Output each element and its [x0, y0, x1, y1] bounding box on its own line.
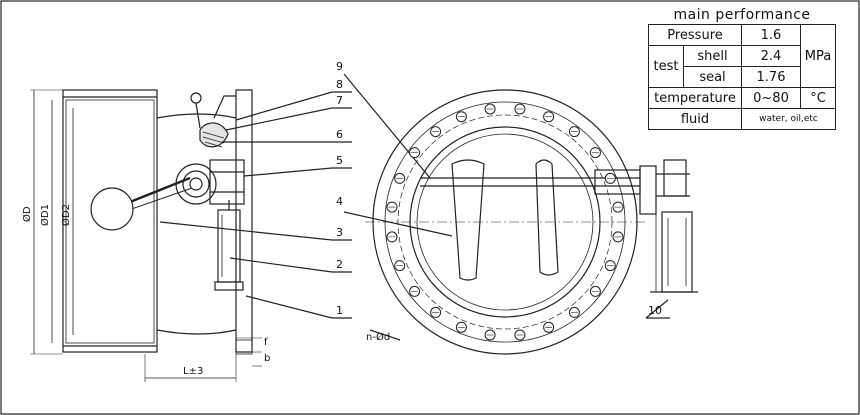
side-view — [30, 89, 352, 382]
pressure-unit: MPa — [800, 24, 836, 88]
dim-D-label: ØD — [21, 206, 33, 222]
fluid-value: water, oil,etc — [741, 108, 836, 130]
temperature-unit: °C — [800, 87, 836, 109]
fluid-label: fluid — [648, 108, 742, 130]
shell-value: 2.4 — [741, 45, 801, 67]
part-number-10: 10 — [648, 304, 662, 317]
seal-value: 1.76 — [741, 66, 801, 88]
part-number-8: 8 — [336, 78, 343, 91]
part-number-5: 5 — [336, 154, 343, 167]
part-number-1: 1 — [336, 304, 343, 317]
temperature-value: 0~80 — [741, 87, 801, 109]
part-numbers: 9 8 7 6 5 4 3 2 1 10 — [336, 60, 662, 317]
part-number-9: 9 — [336, 60, 343, 73]
bolt-holes — [386, 103, 624, 341]
part-number-2: 2 — [336, 258, 343, 271]
seal-label: seal — [683, 66, 742, 88]
part-number-3: 3 — [336, 226, 343, 239]
dim-D1-label: ØD1 — [39, 204, 51, 226]
performance-table: main performance Pressure 1.6 MPa test s… — [648, 6, 836, 130]
test-label: test — [648, 45, 684, 88]
part-number-6: 6 — [336, 128, 343, 141]
dim-b-label: b — [264, 353, 270, 364]
front-view — [343, 73, 698, 355]
part-number-7: 7 — [336, 94, 343, 107]
temperature-label: temperature — [648, 87, 742, 109]
dim-D2-label: ØD2 — [60, 204, 72, 226]
dim-f-label: f — [264, 337, 268, 348]
shell-label: shell — [683, 45, 742, 67]
pressure-label: Pressure — [648, 24, 742, 46]
performance-table-title: main performance — [673, 7, 811, 23]
dim-L-label: L±3 — [183, 366, 203, 377]
part-number-4: 4 — [336, 195, 343, 208]
bolt-holes-label: n-Ød — [366, 331, 390, 343]
pressure-value: 1.6 — [741, 24, 801, 46]
